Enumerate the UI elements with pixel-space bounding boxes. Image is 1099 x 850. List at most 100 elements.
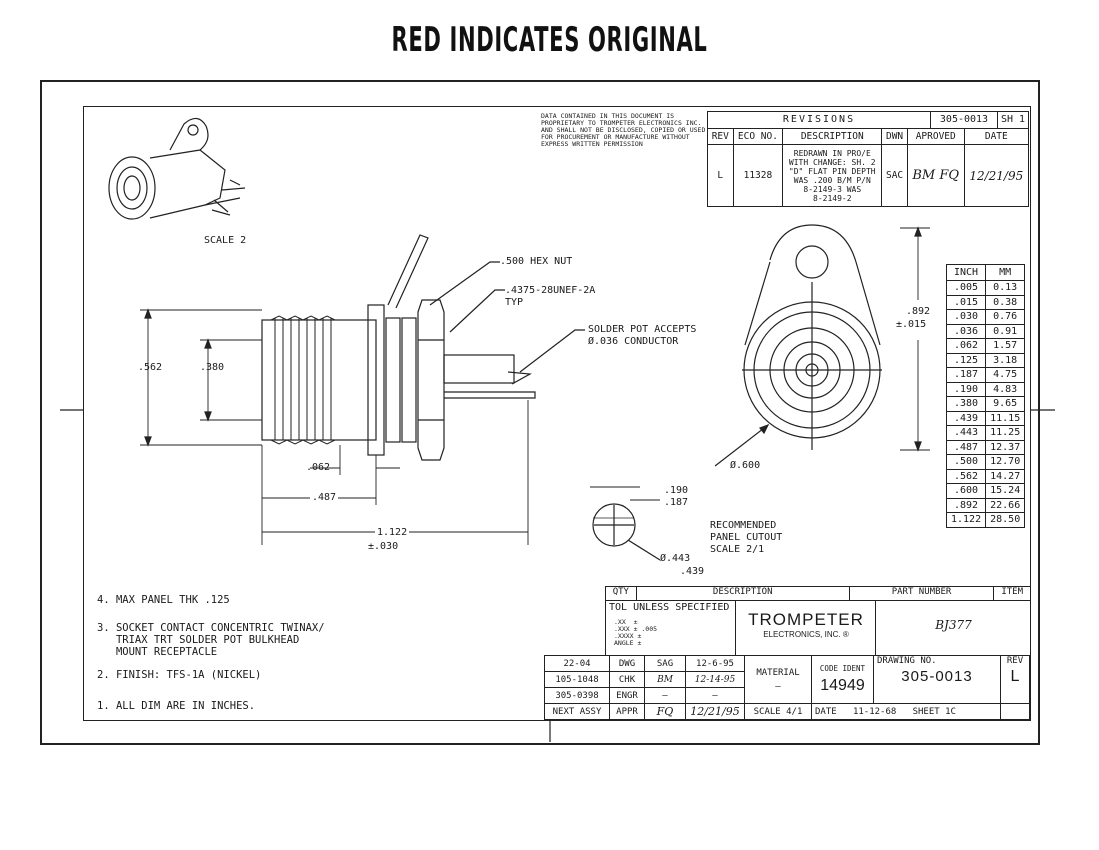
conversion-mm-cell: 4.83 — [985, 381, 1026, 397]
conversion-mm-cell: 0.91 — [985, 323, 1026, 339]
conversion-inch-cell: .600 — [945, 483, 987, 499]
tolerance-title: TOL UNLESS SPECIFIED — [609, 602, 730, 613]
chk-by: BM — [644, 671, 686, 688]
conversion-mm-cell: 11.15 — [985, 410, 1026, 426]
conversion-inch-cell: .487 — [945, 439, 987, 455]
cutout-dim-439: .439 — [680, 566, 705, 577]
page-title: RED INDICATES ORIGINAL — [391, 20, 708, 60]
note-2: 2. FINISH: TFS-1A (NICKEL) — [97, 669, 262, 681]
chk-date: 12-14-95 — [685, 671, 745, 688]
tolerance-values: .XX ± .XXX ± .005 .XXXX ± ANGLE ± — [614, 618, 658, 647]
dim-600: Ø.600 — [730, 460, 761, 471]
chk-label: CHK — [609, 671, 645, 688]
conversion-inch-cell: .015 — [945, 294, 987, 310]
dim-562: .562 — [138, 362, 163, 373]
date-label: DATE — [815, 706, 837, 717]
revisions-row: L 11328 REDRAWN IN PRO/E WITH CHANGE: SH… — [707, 144, 1030, 207]
conversion-inch-cell: .892 — [945, 497, 987, 513]
eco-cell: 11328 — [732, 144, 784, 207]
dwg-label: DWG — [609, 655, 645, 672]
conversion-mm-cell: 4.75 — [985, 367, 1026, 383]
panel-cutout-view — [590, 486, 661, 561]
rev-col-header: REV — [707, 128, 734, 145]
eco-col-header: ECO NO. — [732, 128, 784, 145]
conversion-mm-cell: 11.25 — [985, 425, 1026, 441]
conversion-inch-cell: .030 — [945, 309, 987, 325]
next-assy-label: NEXT ASSY — [544, 703, 610, 720]
revision-date: 12/21/95 — [963, 144, 1030, 207]
hex-nut-label: .500 HEX NUT — [500, 256, 573, 267]
material-cell: MATERIAL — — [744, 655, 812, 704]
drawing-no-label: DRAWING NO. — [877, 656, 937, 666]
code-ident-label: CODE IDENT — [819, 664, 866, 673]
cutout-dim-190: .190 — [664, 485, 689, 496]
conversion-inch-cell: .125 — [945, 352, 987, 368]
approved-col-header: APROVED — [906, 128, 965, 145]
revisions-doc-number: 305-0013 — [930, 112, 997, 128]
side-view — [140, 234, 585, 545]
item-header: ITEM — [994, 587, 1031, 600]
title-block-table: 22-04 DWG SAG 12-6-95 MATERIAL — CODE ID… — [544, 655, 1030, 720]
description-header: DESCRIPTION — [637, 587, 850, 600]
note-3: 3. SOCKET CONTACT CONCENTRIC TWINAX/ TRI… — [97, 622, 325, 658]
scale-cell: SCALE 4/1 — [744, 703, 812, 720]
dim-892-tolerance: ±.015 — [896, 319, 927, 330]
conversion-inch-cell: .500 — [945, 454, 987, 470]
revisions-sheet: SH 1 — [997, 112, 1029, 128]
date-cell: DATE 11-12-68 SHEET 1C — [811, 703, 1001, 720]
dim-487: .487 — [310, 492, 339, 503]
dim-1122: 1.122 — [375, 527, 410, 538]
revision-description: REDRAWN IN PRO/E WITH CHANGE: SH. 2 "D" … — [782, 144, 883, 207]
rev-value: L — [1010, 668, 1020, 685]
dim-1122-tolerance: ±.030 — [368, 541, 399, 552]
dwg-by: SAG — [644, 655, 686, 672]
dim-380: .380 — [200, 362, 225, 373]
front-view — [714, 224, 930, 467]
drawing-number-cell: DRAWING NO. 305-0013 — [873, 655, 1001, 704]
part-number-block: BJ377 — [875, 600, 1031, 655]
revisions-header-row: REV ECO NO. DESCRIPTION DWN APROVED DATE — [707, 128, 1030, 145]
company-logo: TROMPETER ELECTRONICS, INC. ® — [735, 600, 876, 655]
code-ident-cell: CODE IDENT 14949 — [811, 655, 874, 704]
mm-col-header: MM — [985, 264, 1026, 281]
drawing-frame — [83, 106, 1031, 721]
conversion-mm-cell: 14.27 — [985, 468, 1026, 484]
cutout-dim-187: .187 — [664, 497, 689, 508]
engr-by: — — [644, 687, 686, 704]
conversion-mm-cell: 9.65 — [985, 396, 1026, 412]
inch-col-header: INCH — [945, 264, 987, 281]
cutout-dim-443: Ø.443 — [660, 553, 691, 564]
conversion-mm-cell: 15.24 — [985, 483, 1026, 499]
dwg-date: 12-6-95 — [685, 655, 745, 672]
conversion-inch-cell: 1.122 — [945, 512, 987, 528]
note-4: 4. MAX PANEL THK .125 — [97, 594, 230, 606]
engr-label: ENGR — [609, 687, 645, 704]
thread-label: .4375-28UNEF-2A — [505, 285, 596, 296]
conversion-mm-cell: 28.50 — [985, 512, 1026, 528]
date-value: 11-12-68 — [852, 706, 897, 717]
proprietary-notice: DATA CONTAINED IN THIS DOCUMENT IS PROPR… — [541, 112, 706, 148]
company-subtitle: ELECTRONICS, INC. ® — [763, 630, 849, 639]
parts-list-header: QTY DESCRIPTION PART NUMBER ITEM — [605, 586, 1031, 601]
conversion-mm-cell: 12.37 — [985, 439, 1026, 455]
dim-062: .062 — [306, 462, 331, 473]
conversion-mm-cell: 0.13 — [985, 280, 1026, 296]
iso-view-sketch — [108, 117, 246, 220]
iso-scale-label: SCALE 2 — [204, 235, 247, 246]
conversion-header-row: INCH MM — [945, 264, 1026, 281]
rev-cell: L — [707, 144, 734, 207]
conversion-mm-cell: 0.76 — [985, 309, 1026, 325]
appr-by: FQ — [644, 703, 686, 720]
conversion-mm-cell: 3.18 — [985, 352, 1026, 368]
